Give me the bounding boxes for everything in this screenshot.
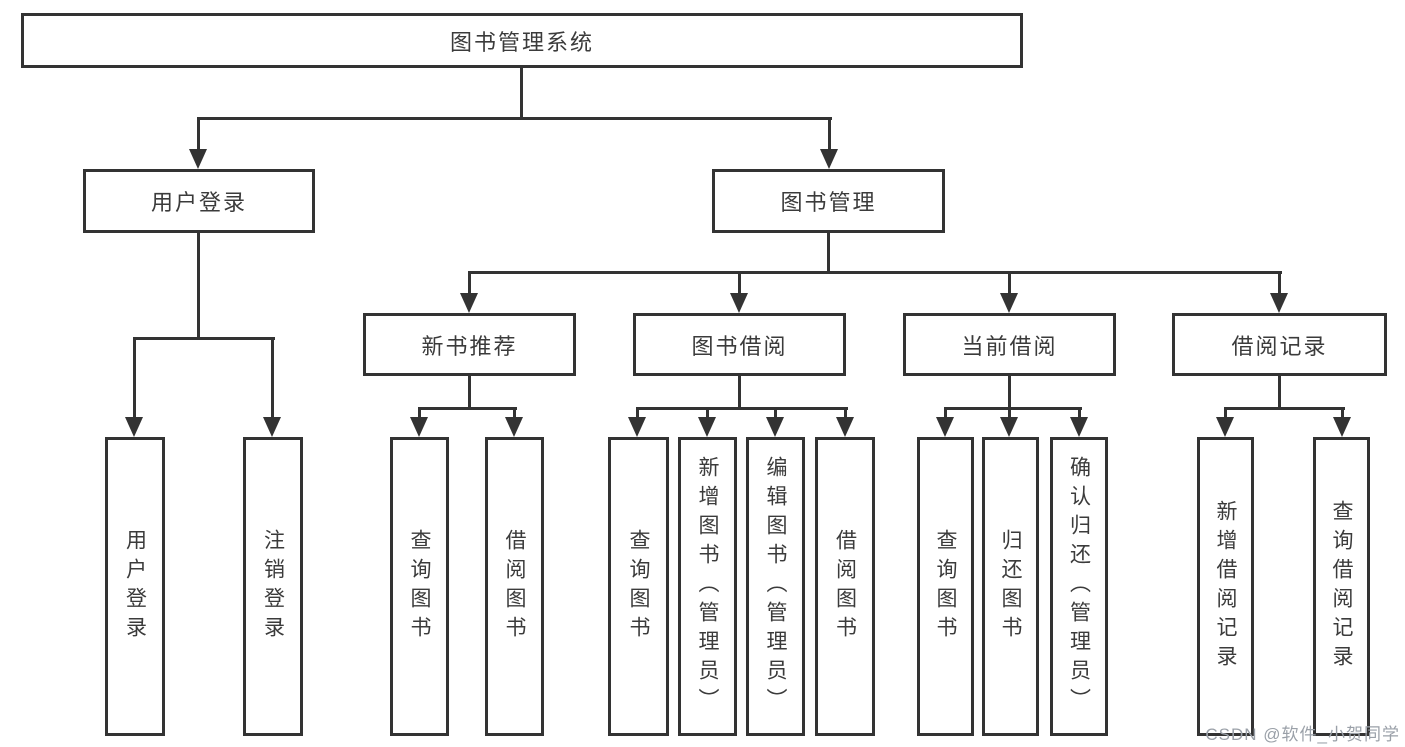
arrowhead-icon [1333, 417, 1351, 437]
connector-stub [468, 375, 471, 409]
arrowhead-icon [189, 149, 207, 169]
leaf-add-book-admin: 新增图书（管理员） [678, 437, 737, 736]
arrowhead-icon [766, 417, 784, 437]
leaf-query-books-current: 查询图书 [917, 437, 974, 736]
node-book-management: 图书管理 [712, 169, 945, 233]
arrowhead-icon [1216, 417, 1234, 437]
leaf-confirm-return-admin: 确认归还（管理员） [1050, 437, 1108, 736]
connector-rail [197, 117, 832, 120]
leaf-query-books-borrowing: 查询图书 [608, 437, 669, 736]
leaf-edit-book-admin: 编辑图书（管理员） [746, 437, 805, 736]
arrow-shaft [1078, 408, 1081, 417]
arrow-shaft [133, 338, 136, 417]
arrow-shaft [774, 408, 777, 417]
arrow-shaft [828, 118, 831, 149]
arrow-shaft [1224, 408, 1227, 417]
leaf-query-borrow-record: 查询借阅记录 [1313, 437, 1370, 736]
arrowhead-icon [1070, 417, 1088, 437]
arrowhead-icon [698, 417, 716, 437]
leaf-return-book: 归还图书 [982, 437, 1039, 736]
connector-rail [418, 407, 517, 410]
connector-stub [738, 375, 741, 409]
arrow-shaft [468, 272, 471, 293]
leaf-borrow-books-borrowing: 借阅图书 [815, 437, 875, 736]
leaf-borrow-books-recommend: 借阅图书 [485, 437, 544, 736]
connector-stub [1008, 375, 1011, 409]
connector-stub [827, 232, 830, 273]
leaf-user-login: 用户登录 [105, 437, 165, 736]
connector-rail [636, 407, 848, 410]
arrow-shaft [1278, 272, 1281, 293]
arrowhead-icon [125, 417, 143, 437]
node-borrowing-records: 借阅记录 [1172, 313, 1387, 376]
watermark-csdn: CSDN @软件_小贺同学 [1205, 725, 1400, 744]
arrowhead-icon [1270, 293, 1288, 313]
arrow-shaft [1008, 272, 1011, 293]
connector-rail [468, 271, 1282, 274]
leaf-query-books-recommend: 查询图书 [390, 437, 449, 736]
arrow-shaft [513, 408, 516, 417]
arrow-shaft [636, 408, 639, 417]
arrowhead-icon [263, 417, 281, 437]
arrowhead-icon [628, 417, 646, 437]
node-current-borrowing: 当前借阅 [903, 313, 1116, 376]
arrowhead-icon [1000, 417, 1018, 437]
arrow-shaft [1008, 408, 1011, 417]
arrowhead-icon [460, 293, 478, 313]
connector-rail [1224, 407, 1345, 410]
node-library-management-system: 图书管理系统 [21, 13, 1023, 68]
connector-rail [944, 407, 1082, 410]
arrow-shaft [706, 408, 709, 417]
arrowhead-icon [936, 417, 954, 437]
connector-stub [197, 232, 200, 339]
arrow-shaft [1341, 408, 1344, 417]
connector-rail [133, 337, 275, 340]
arrow-shaft [271, 338, 274, 417]
arrow-shaft [738, 272, 741, 293]
arrowhead-icon [836, 417, 854, 437]
arrow-shaft [844, 408, 847, 417]
arrow-shaft [418, 408, 421, 417]
arrowhead-icon [820, 149, 838, 169]
arrowhead-icon [410, 417, 428, 437]
arrowhead-icon [730, 293, 748, 313]
arrow-shaft [944, 408, 947, 417]
leaf-add-borrow-record: 新增借阅记录 [1197, 437, 1254, 736]
node-user-login: 用户登录 [83, 169, 315, 233]
arrow-shaft [197, 118, 200, 149]
node-new-book-recommend: 新书推荐 [363, 313, 576, 376]
arrowhead-icon [505, 417, 523, 437]
node-book-borrowing: 图书借阅 [633, 313, 846, 376]
arrowhead-icon [1000, 293, 1018, 313]
connector-stub [520, 68, 523, 119]
leaf-logout: 注销登录 [243, 437, 303, 736]
connector-stub [1278, 375, 1281, 409]
